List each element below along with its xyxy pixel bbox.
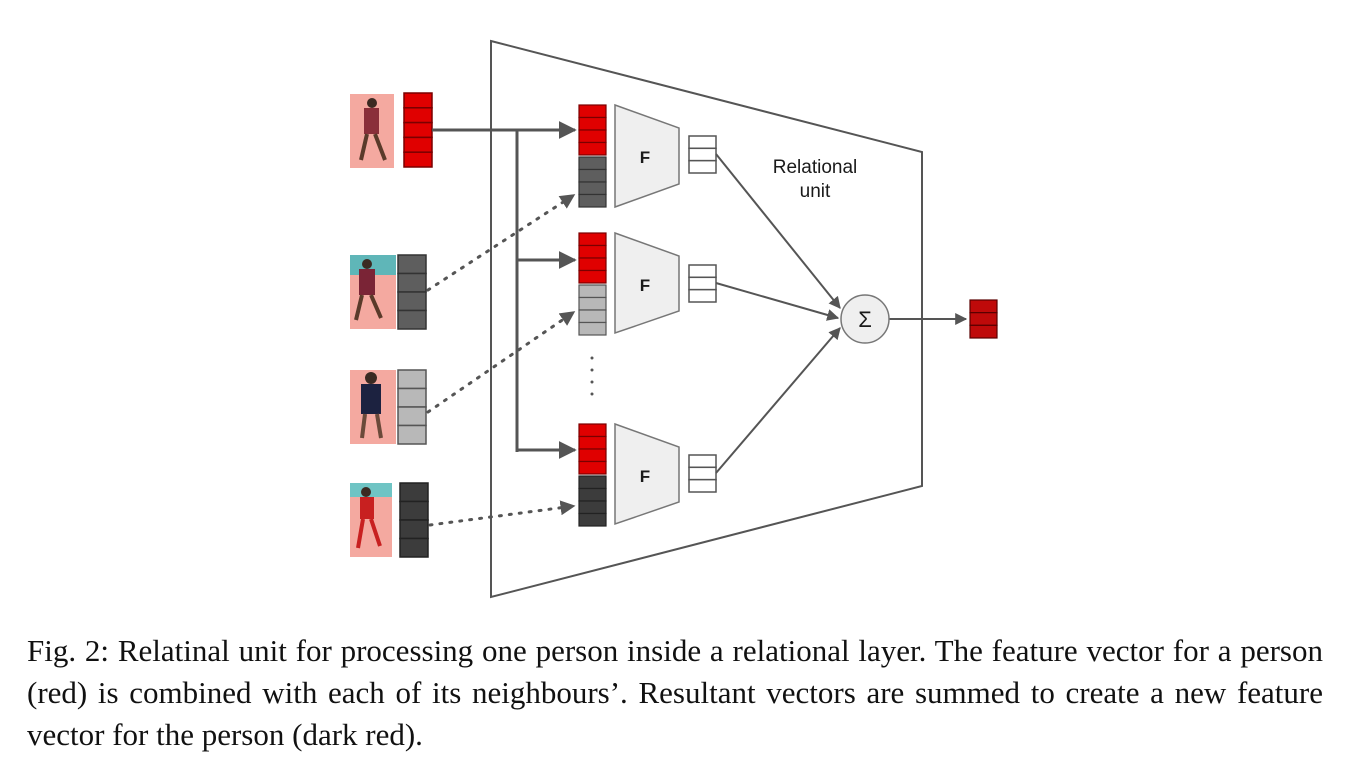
vector-cell <box>688 454 717 469</box>
vector-cell <box>578 512 607 527</box>
svg-text:F: F <box>640 467 650 486</box>
vector-cell <box>578 193 607 208</box>
function-f-block-2: F <box>614 231 680 335</box>
vector-cell <box>397 369 427 390</box>
svg-text:F: F <box>640 276 650 295</box>
vector-cell <box>399 537 429 558</box>
vector-cell <box>969 312 998 326</box>
person-1-thumbnail <box>350 94 394 168</box>
vector-cell <box>578 448 607 463</box>
relational-unit-label-line1: Relational <box>773 157 858 178</box>
function-f-block-3: F <box>614 422 680 526</box>
vector-cell <box>399 500 429 521</box>
vector-cell <box>403 151 433 168</box>
person-1-feature-vector <box>403 92 433 168</box>
person-2-feature-vector <box>397 254 427 330</box>
summation-node: Σ <box>840 294 890 344</box>
vector-cell <box>578 129 607 144</box>
vector-cell <box>403 136 433 153</box>
vector-cell <box>688 466 717 481</box>
vector-cell <box>403 107 433 124</box>
function-f-block-1: F <box>614 103 680 209</box>
relational-unit-diagram: F F F Σ Relational unit <box>350 39 998 599</box>
vector-cell <box>969 324 998 339</box>
vector-cell <box>688 478 717 493</box>
svg-text:F: F <box>640 148 650 167</box>
vector-cell <box>578 296 607 311</box>
vector-cell <box>399 482 429 503</box>
vector-cell <box>397 387 427 408</box>
vector-cell <box>578 156 607 171</box>
person-4-thumbnail <box>350 483 392 557</box>
vector-cell <box>578 104 607 119</box>
vector-cell <box>397 291 427 312</box>
vector-cell <box>403 92 433 109</box>
person-3-thumbnail <box>350 370 396 444</box>
vector-cell <box>969 299 998 314</box>
vector-cell <box>397 424 427 445</box>
vector-cell <box>578 475 607 490</box>
vector-cell <box>578 435 607 450</box>
vector-cell <box>578 116 607 131</box>
person-4-feature-vector <box>399 482 429 558</box>
f-output-vector-3 <box>688 454 717 493</box>
vector-cell <box>688 288 717 303</box>
vector-cell <box>403 121 433 139</box>
vector-cell <box>578 141 607 156</box>
relational-unit-label-line2: unit <box>800 181 831 202</box>
person-2-thumbnail <box>350 255 396 329</box>
vector-cell <box>397 406 427 427</box>
neighbour-vector-connectors <box>426 193 576 527</box>
pair-1-neighbour-vector <box>578 156 607 208</box>
vector-cell <box>399 519 429 540</box>
vector-cell <box>688 147 717 162</box>
vector-cell <box>578 232 607 247</box>
vector-cell <box>688 135 717 150</box>
output-feature-vector <box>969 299 998 339</box>
vector-cell <box>578 244 607 259</box>
relational-unit-boundary <box>490 39 923 599</box>
vector-cell <box>578 460 607 475</box>
svg-text:Σ: Σ <box>858 307 872 332</box>
vector-cell <box>688 264 717 279</box>
pair-3-person-vector <box>578 423 607 475</box>
pair-2-person-vector <box>578 232 607 284</box>
vector-cell <box>578 284 607 299</box>
vector-cell <box>578 423 607 438</box>
pair-3-neighbour-vector <box>578 475 607 527</box>
vector-cell <box>578 309 607 324</box>
f-output-vector-2 <box>688 264 717 303</box>
vector-cell <box>397 254 427 275</box>
vector-cell <box>397 309 427 330</box>
vector-cell <box>578 487 607 502</box>
vector-cell <box>688 159 717 174</box>
vector-cell <box>578 181 607 196</box>
f-output-vector-1 <box>688 135 717 174</box>
vector-cell <box>578 269 607 284</box>
person-vector-connectors <box>432 121 577 459</box>
vector-cell <box>578 257 607 272</box>
more-pairs-ellipsis <box>590 356 594 396</box>
vector-cell <box>578 500 607 515</box>
vector-cell <box>397 272 427 293</box>
pair-2-neighbour-vector <box>578 284 607 336</box>
vector-cell <box>578 321 607 336</box>
f-to-sum-connectors <box>715 153 968 474</box>
pair-1-person-vector <box>578 104 607 156</box>
vector-cell <box>688 276 717 291</box>
figure-caption: Fig. 2: Relatinal unit for processing on… <box>27 633 1323 752</box>
person-3-feature-vector <box>397 369 427 445</box>
vector-cell <box>578 168 607 183</box>
